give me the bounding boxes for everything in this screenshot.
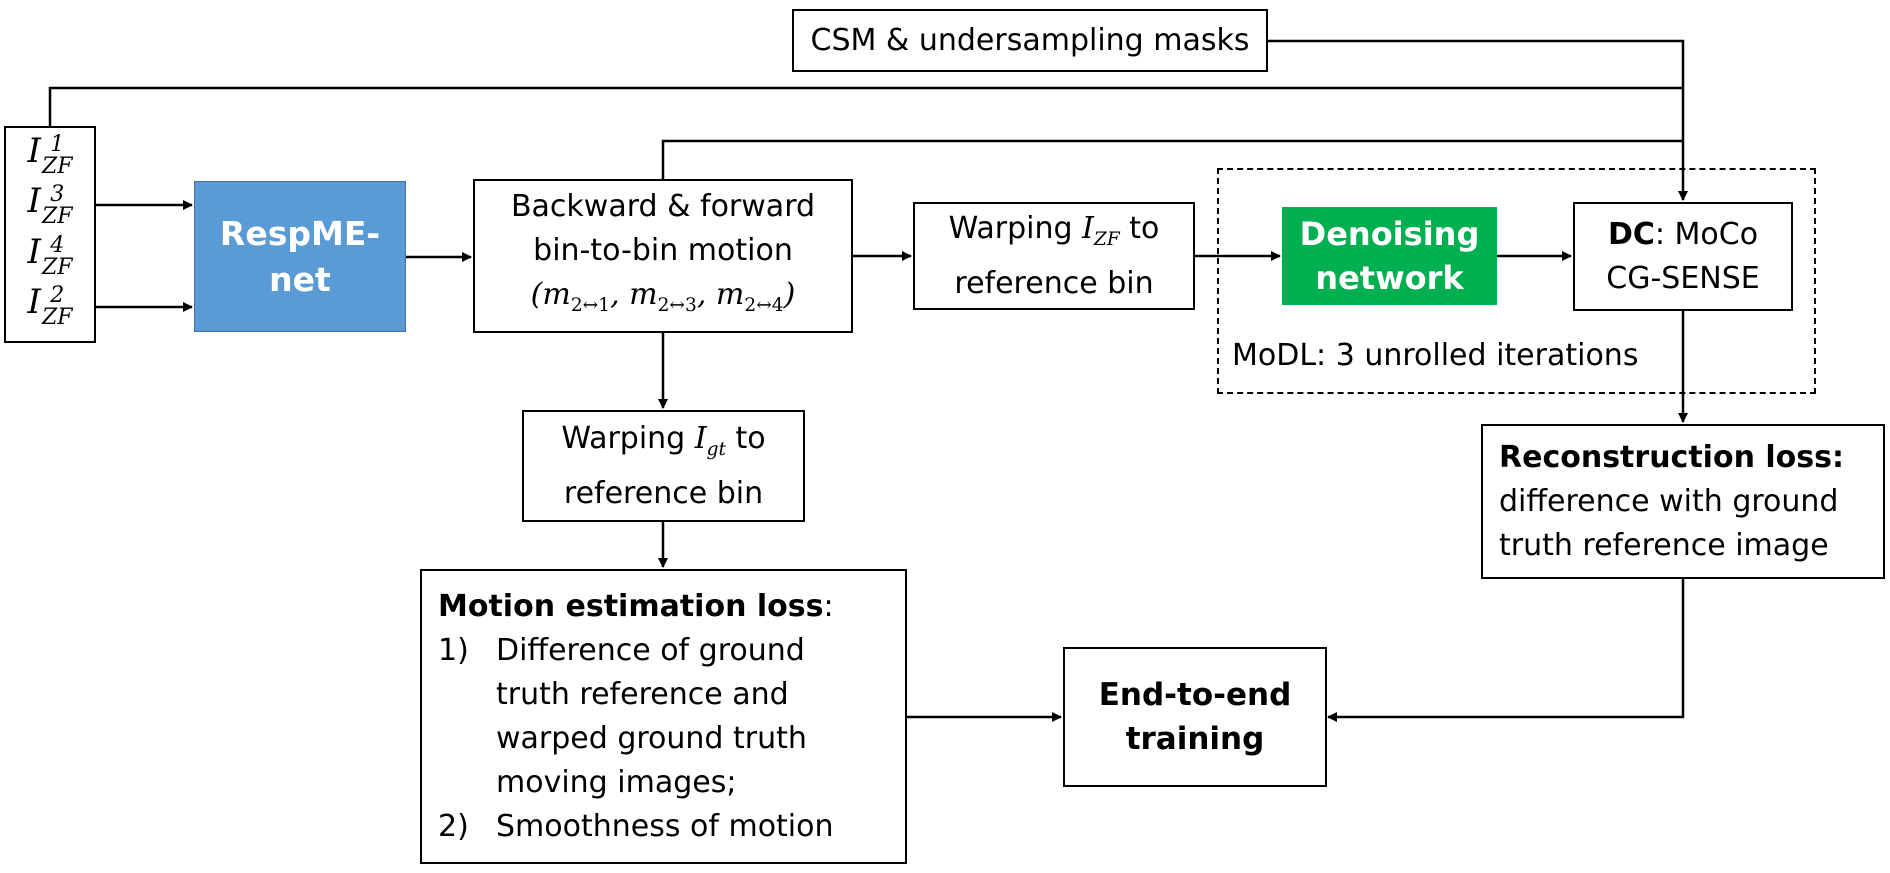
motion-terms: (m2↔1, m2↔3, m2↔4): [530, 276, 796, 316]
motion-loss-item-1: 1) Difference of ground truth reference …: [438, 632, 807, 800]
end-line2: training: [1125, 721, 1265, 757]
end-line1: End-to-end: [1098, 677, 1292, 713]
recon-loss-title: Reconstruction loss:: [1499, 439, 1844, 475]
csm-masks-box: CSM & undersampling masks: [792, 9, 1268, 72]
end-to-end-training-box: End-to-end training: [1063, 647, 1327, 787]
denoising-line2: network: [1315, 259, 1464, 297]
reconstruction-loss-box: Reconstruction loss: difference with gro…: [1481, 424, 1885, 579]
csm-masks-label: CSM & undersampling masks: [810, 22, 1250, 58]
connector-inputs-to-dc: [48, 86, 1683, 126]
warp-zf-line2: reference bin: [954, 265, 1154, 301]
motion-line2: bin-to-bin motion: [533, 232, 793, 268]
warp-gt-line1: Warping Igt to: [561, 420, 766, 460]
motion-estimation-loss-box: Motion estimation loss: 1) Difference of…: [420, 569, 907, 864]
respme-net-box: RespME- net: [194, 181, 406, 332]
warp-gt-box: Warping Igt to reference bin: [522, 410, 805, 522]
dc-moco-cg-sense-box: DC: MoCo CG-SENSE: [1573, 202, 1793, 311]
modl-label: MoDL: 3 unrolled iterations: [1232, 338, 1639, 373]
warp-zf-line1: Warping IZF to: [948, 210, 1160, 250]
motion-line1: Backward & forward: [510, 188, 816, 224]
recon-loss-line2: difference with ground: [1499, 483, 1839, 519]
dc-line1: DC: MoCo: [1607, 216, 1759, 252]
denoising-network-box: Denoising network: [1282, 207, 1497, 305]
warp-gt-line2: reference bin: [563, 475, 764, 511]
bin-to-bin-motion-box: Backward & forward bin-to-bin motion (m2…: [473, 179, 853, 333]
warp-zf-box: Warping IZF to reference bin: [913, 202, 1195, 310]
motion-loss-item-2: 2) Smoothness of motion: [438, 808, 834, 844]
connector-motion-to-dc: [661, 139, 1683, 179]
motion-loss-title: Motion estimation loss:: [438, 588, 834, 624]
respme-line2: net: [269, 259, 331, 299]
connector-csm-to-dc: [1267, 39, 1688, 201]
respme-line1: RespME-: [219, 213, 381, 253]
dc-line2: CG-SENSE: [1606, 260, 1760, 296]
denoising-line1: Denoising: [1299, 215, 1480, 253]
modl-group-border: [1217, 168, 1816, 394]
recon-loss-line3: truth reference image: [1499, 527, 1829, 563]
arrow-recon-to-end: [1327, 579, 1685, 722]
